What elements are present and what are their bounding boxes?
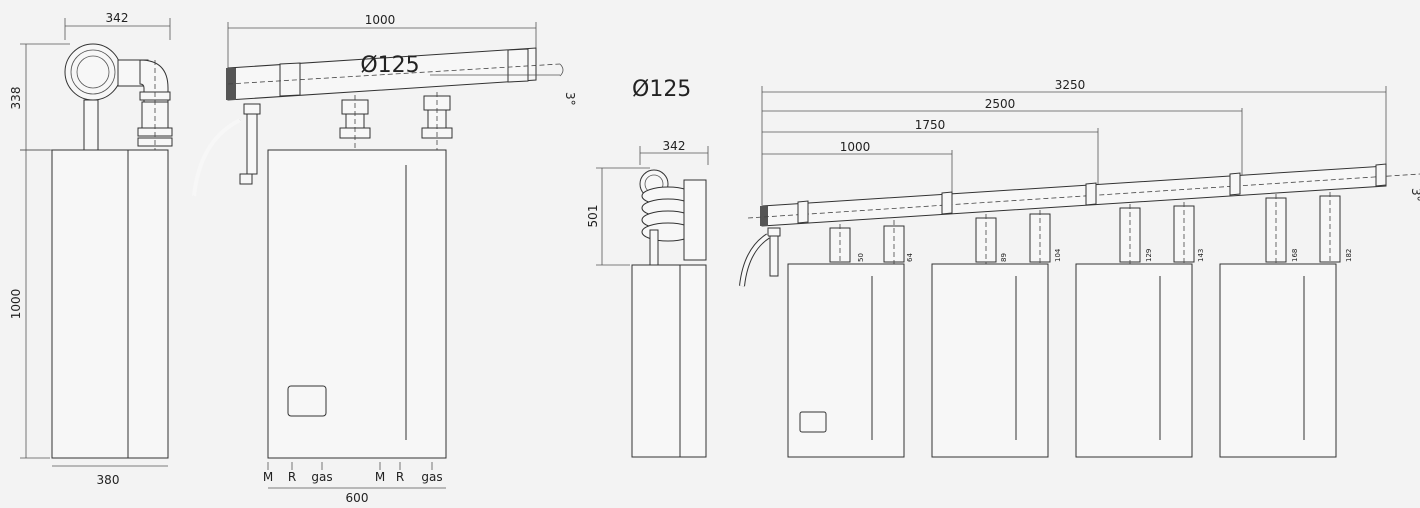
dim-1750: 1750: [915, 118, 946, 132]
collectors: 50 64 89 104 129 143 168 182: [829, 192, 1353, 270]
collector-height: 50: [857, 253, 865, 262]
cascade-angle-label: 3°: [1409, 188, 1420, 202]
dim-501: 501: [586, 205, 600, 228]
conn-label: R: [288, 470, 296, 484]
pipe-diameter-label: Ø125: [360, 53, 419, 78]
dim-380: 380: [97, 473, 120, 487]
collector-height: 182: [1345, 249, 1353, 262]
cascade-view: Ø125 342 501 3250 2500 1750: [586, 77, 1420, 458]
cascade-boilers: [787, 263, 1337, 458]
dim-342-top: 342: [106, 11, 129, 25]
conn-label: R: [396, 470, 404, 484]
dim-3250: 3250: [1055, 78, 1086, 92]
collector-height: 104: [1054, 248, 1062, 262]
dim-338: 338: [9, 87, 23, 110]
collector-height: 129: [1145, 249, 1153, 262]
dim-1000-cascade: 1000: [840, 140, 871, 154]
conn-label: gas: [311, 470, 332, 484]
dim-342-cascade: 342: [663, 139, 686, 153]
side-view-left: 342 338 1000 380: [9, 11, 173, 487]
angle-label: 3°: [563, 92, 577, 106]
length-dimensions: 3250 2500 1750 1000: [761, 78, 1387, 205]
collector-height: 64: [906, 253, 914, 262]
collector-height: 89: [1000, 253, 1008, 262]
dim-1000-length: 1000: [365, 13, 396, 27]
collector-height: 168: [1291, 249, 1299, 262]
dim-2500: 2500: [985, 97, 1016, 111]
collector-height: 143: [1197, 249, 1205, 262]
conn-label: M: [375, 470, 385, 484]
cascade-title: Ø125: [632, 77, 691, 102]
conn-label: M: [263, 470, 273, 484]
dim-1000-height: 1000: [9, 289, 23, 320]
connection-labels: M R gas M R gas: [263, 462, 443, 484]
dim-600: 600: [346, 491, 369, 504]
front-view: 1000 Ø125 3° M: [192, 13, 577, 505]
conn-label: gas: [421, 470, 442, 484]
